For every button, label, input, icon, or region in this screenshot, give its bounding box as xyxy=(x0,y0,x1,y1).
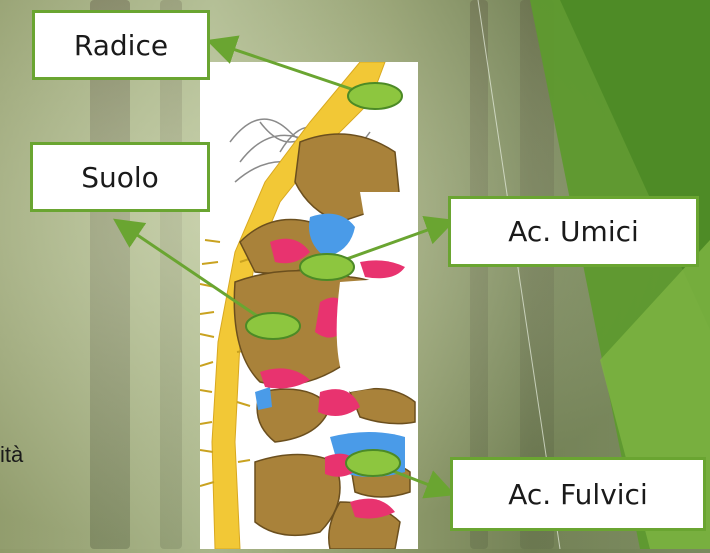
fulvici-marker xyxy=(346,450,400,476)
partial-slide-text: ità xyxy=(0,442,23,468)
label-suolo: Suolo xyxy=(30,142,210,212)
umici-marker xyxy=(300,254,354,280)
suolo-marker xyxy=(246,313,300,339)
label-radice: Radice xyxy=(32,10,210,80)
suolo-connector xyxy=(118,222,272,326)
radice-marker xyxy=(348,83,402,109)
label-ac-fulvici: Ac. Fulvici xyxy=(450,457,706,531)
radice-connector xyxy=(212,42,372,96)
label-ac-umici: Ac. Umici xyxy=(448,196,699,267)
